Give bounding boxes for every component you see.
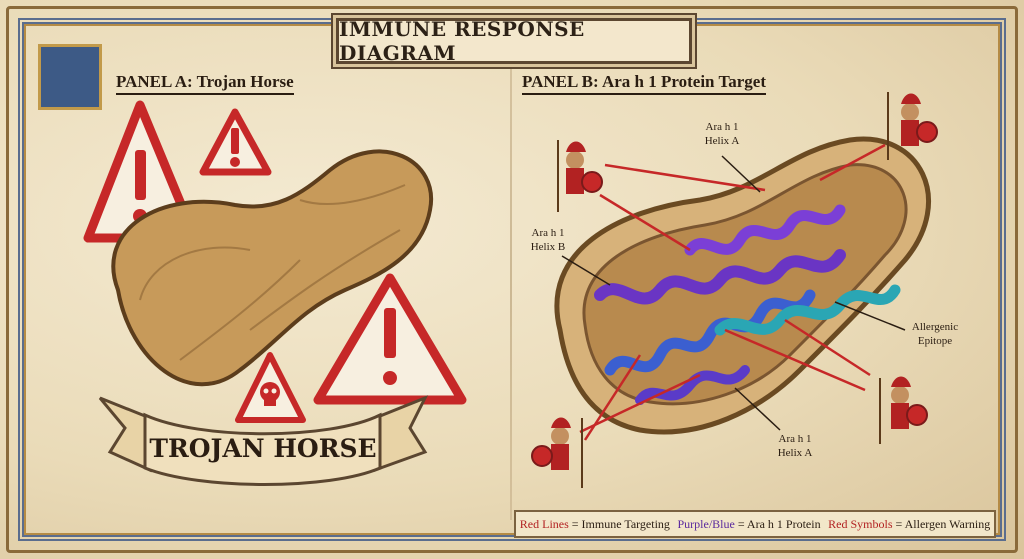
panel-divider xyxy=(510,40,512,520)
peanut-icon xyxy=(111,149,434,387)
panel-a-title: PANEL A: Trojan Horse xyxy=(116,72,294,95)
label-helix-a-top-line1: Ara h 1 xyxy=(706,121,739,133)
spartan-warrior-icon xyxy=(887,92,938,160)
spartan-warrior-icon xyxy=(531,417,583,488)
warning-triangle-icon xyxy=(199,108,272,176)
legend-item-red-lines: Red Lines = Immune Targeting xyxy=(520,517,670,532)
label-helix-a-bottom-line2: Helix A xyxy=(778,447,813,459)
legend-key-red-symbols: Red Symbols xyxy=(828,516,893,531)
legend-value-red-lines: = Immune Targeting xyxy=(568,516,670,531)
legend-item-red-symbols: Red Symbols = Allergen Warning xyxy=(828,517,990,532)
panel-b-title: PANEL B: Ara h 1 Protein Target xyxy=(522,72,766,95)
protein-helices xyxy=(594,204,901,405)
legend-key-purple-blue: Purple/Blue xyxy=(677,516,735,531)
label-leader-lines xyxy=(561,155,906,431)
label-epitope-line2: Epitope xyxy=(918,335,952,347)
label-helix-b-line2: Helix B xyxy=(531,241,566,253)
trojan-horse-banner-text: TROJAN HORSE xyxy=(149,434,377,463)
illuminated-drop-cap xyxy=(38,44,102,110)
label-helix-b-line1: Ara h 1 xyxy=(532,227,565,239)
legend-value-red-symbols: = Allergen Warning xyxy=(892,516,991,531)
warning-triangle-icon xyxy=(235,352,306,423)
diagram-title: IMMUNE RESPONSE DIAGRAM xyxy=(339,17,585,65)
legend-key-red-lines: Red Lines xyxy=(519,516,569,531)
label-helix-a-top-line2: Helix A xyxy=(705,135,740,147)
warning-triangle-icon xyxy=(313,273,467,405)
outer-border xyxy=(6,6,1018,553)
trojan-horse-banner-ribbon xyxy=(98,395,429,486)
label-helix-a-bottom-line1: Ara h 1 xyxy=(779,433,812,445)
spartan-warrior-icon xyxy=(557,140,603,212)
legend-value-purple-blue: = Ara h 1 Protein xyxy=(734,516,821,531)
title-box: IMMUNE RESPONSE DIAGRAM xyxy=(336,17,692,65)
legend-item-purple-blue: Purple/Blue = Ara h 1 Protein xyxy=(678,517,821,532)
label-epitope-line1: Allergenic xyxy=(912,321,958,333)
immune-targeting-lines xyxy=(579,143,886,441)
legend-bar: Red Lines = Immune Targeting Purple/Blue… xyxy=(514,510,996,538)
spartan-warrior-icon xyxy=(879,376,928,444)
skull-icon xyxy=(260,382,280,406)
